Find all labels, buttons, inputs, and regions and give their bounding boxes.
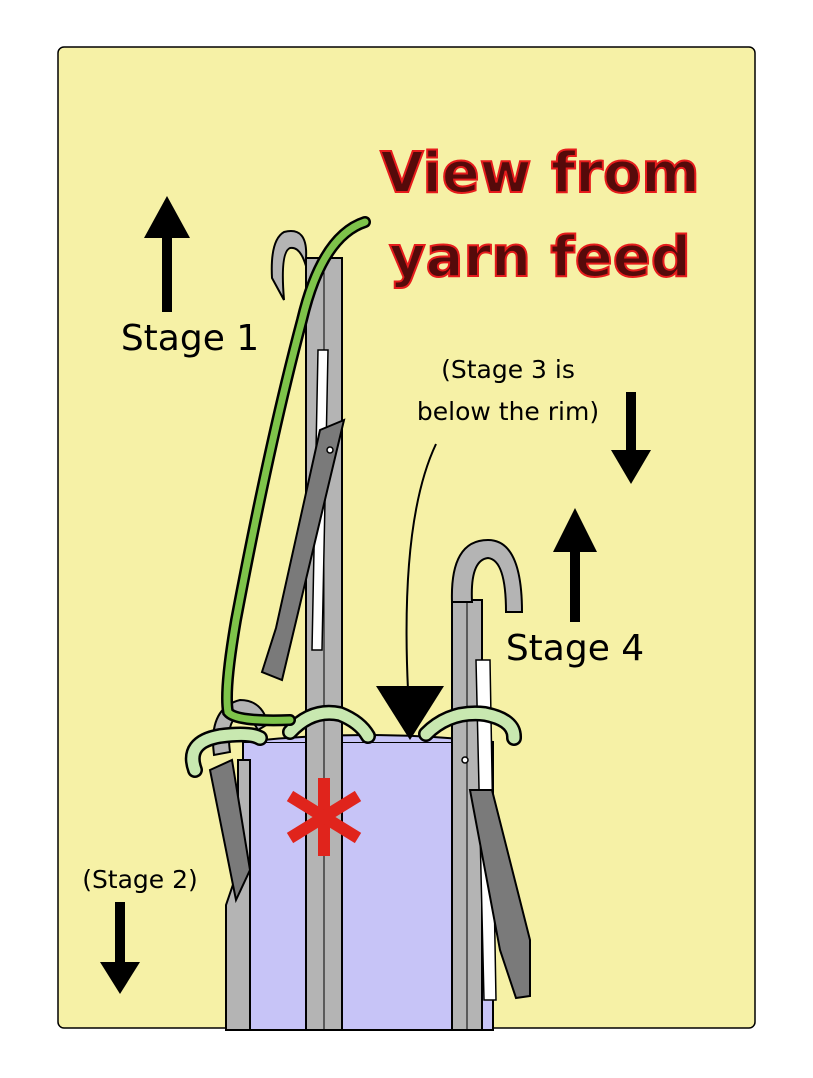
stage-1-up-arrow-icon	[144, 196, 190, 312]
stage-4-label: Stage 4	[506, 628, 644, 669]
stage-3-arrow-icon	[376, 686, 444, 740]
stage-4-up-arrow-icon	[553, 508, 597, 622]
page-title: View from yarn feed	[379, 140, 701, 291]
stage-2-down-arrow-icon	[100, 902, 140, 994]
stage-3-pointer	[376, 443, 444, 740]
needle-stage-1	[260, 230, 346, 1031]
stage-2-label: (Stage 2)	[82, 865, 198, 894]
stage-1-label: Stage 1	[121, 318, 259, 359]
yarn-feed-strand	[221, 216, 371, 727]
stage-3-down-arrow-icon	[611, 392, 651, 484]
needle-stage-4	[450, 538, 531, 1031]
title-line-1: View from	[380, 141, 700, 206]
stage-3-label-line-1: (Stage 3 is	[441, 355, 575, 384]
old-yarn-loops	[184, 704, 522, 778]
asterisk-marker-icon	[286, 778, 362, 856]
title-line-2: yarn feed	[389, 225, 691, 290]
stage-3-label-line-2: below the rim)	[417, 397, 599, 426]
